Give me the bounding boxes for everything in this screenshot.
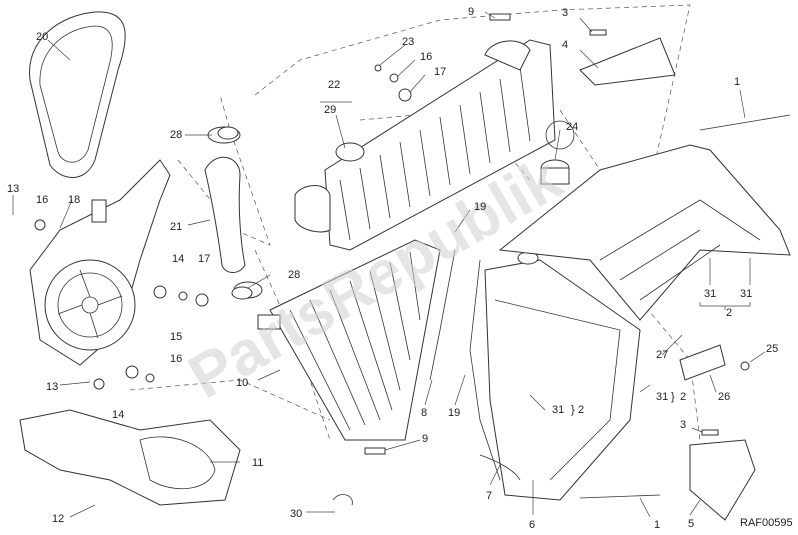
callout-label: 26 <box>718 391 730 403</box>
callout-label: 18 <box>68 194 80 206</box>
upper-radiator-fins <box>339 66 531 241</box>
coolant-hose-long <box>429 249 456 381</box>
brace-mark: } <box>571 404 575 416</box>
callout-label: 16 <box>170 353 182 365</box>
reference-code: RAF00595 <box>740 517 793 529</box>
radiator-hose <box>204 126 263 299</box>
callout-label: 5 <box>688 518 694 530</box>
brace-mark: } <box>671 391 675 403</box>
coolant-hose-bottom <box>479 454 521 481</box>
rod-upper <box>699 114 791 131</box>
callout-label: 29 <box>324 104 336 116</box>
callout-label: 28 <box>170 129 182 141</box>
callout-label: 12 <box>52 513 64 525</box>
callout-leaders <box>12 11 766 518</box>
callout-label: 13 <box>7 183 19 195</box>
fasteners <box>34 13 750 506</box>
callout-label: 13 <box>46 381 58 393</box>
cooling-fan-assembly <box>29 159 171 366</box>
callout-label: 19 <box>474 201 486 213</box>
callout-labels: 20 13 16 18 28 21 14 17 15 16 13 14 11 1… <box>7 6 778 531</box>
callout-label: 31 <box>552 404 564 416</box>
lower-radiator-fins <box>289 251 421 431</box>
callout-label: 16 <box>36 194 48 206</box>
callout-label: 28 <box>288 269 300 281</box>
callout-label: 1 <box>654 519 660 531</box>
callout-label: 11 <box>252 457 263 469</box>
expansion-tank-cap <box>540 120 575 185</box>
callout-label: 14 <box>112 409 124 421</box>
callout-label: 2 <box>578 404 584 416</box>
callout-label: 1 <box>734 76 740 88</box>
brace-mark <box>699 302 751 310</box>
callout-label: 30 <box>290 508 302 520</box>
expansion-tank <box>484 251 641 501</box>
callout-label: 4 <box>562 39 568 51</box>
callout-label: 20 <box>36 31 48 43</box>
callout-label: 14 <box>172 253 184 265</box>
coolant-hose-right <box>469 259 501 481</box>
callout-label: 24 <box>566 121 578 133</box>
callout-label: 17 <box>198 253 210 265</box>
callout-label: 23 <box>402 36 414 48</box>
callout-label: 8 <box>421 407 427 419</box>
callout-label: 17 <box>434 66 446 78</box>
cooling-hose-loop <box>29 11 126 178</box>
callout-label: 3 <box>680 419 686 431</box>
lower-fan-shroud <box>19 409 241 506</box>
callout-label: 31 <box>704 288 716 300</box>
callout-label: 2 <box>726 307 732 319</box>
callout-label: 6 <box>529 519 535 531</box>
callout-label: 10 <box>236 377 248 389</box>
mounting-bracket-lower <box>689 439 756 521</box>
callout-label: 21 <box>170 221 182 233</box>
callout-label: 15 <box>170 331 182 343</box>
callout-label: 27 <box>656 349 668 361</box>
callout-label: 22 <box>328 79 340 91</box>
callout-label: 7 <box>486 490 492 502</box>
callout-label: 9 <box>422 433 428 445</box>
rod-lower <box>579 494 661 499</box>
callout-label: 25 <box>766 343 778 355</box>
lower-radiator <box>257 239 441 441</box>
mounting-bracket-upper <box>579 37 676 86</box>
callout-label: 31 <box>656 391 668 403</box>
callout-label: 3 <box>562 7 568 19</box>
callout-label: 9 <box>468 6 474 18</box>
side-fairing-panel <box>498 144 791 321</box>
upper-radiator <box>294 39 556 251</box>
callout-label: 31 <box>740 288 752 300</box>
callout-label: 19 <box>448 407 460 419</box>
callout-label: 2 <box>680 391 686 403</box>
callout-label: 16 <box>420 51 432 63</box>
cover-plate <box>679 344 726 381</box>
